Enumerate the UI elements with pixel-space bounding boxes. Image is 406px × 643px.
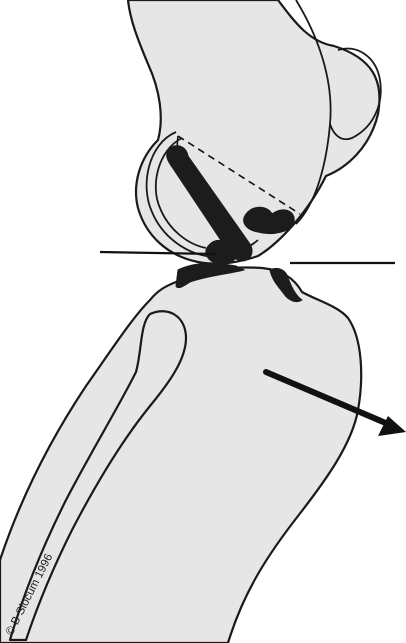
meniscus-blob-upper bbox=[244, 207, 295, 233]
